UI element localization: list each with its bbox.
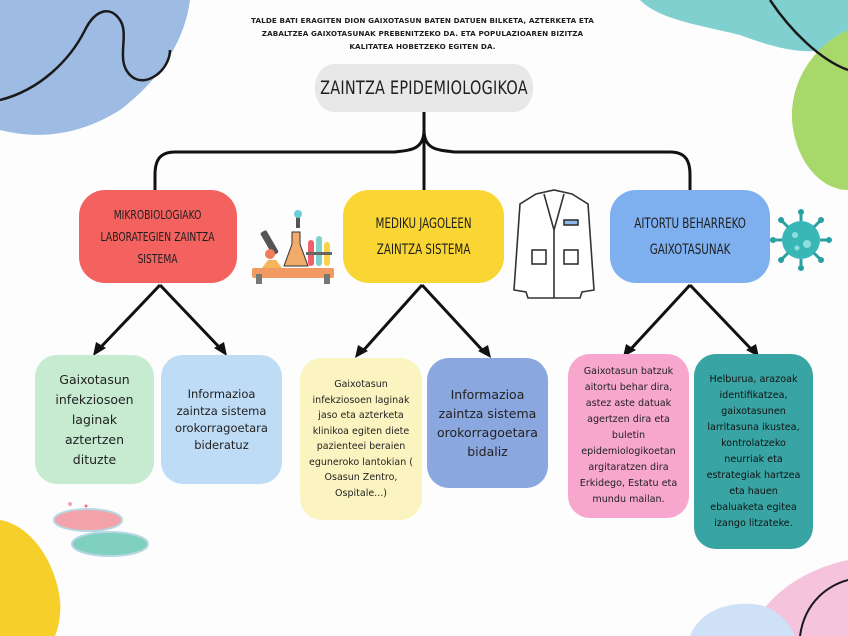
category-line: GAIXOTASUNAK xyxy=(649,241,731,258)
blob-top-right-teal xyxy=(640,0,848,52)
detail-box: Helburua, arazoak identifikatzea, gaixot… xyxy=(694,354,813,549)
blob-top-left xyxy=(0,0,190,135)
detail-text: Gaixotasun batzuk aitortu behar dira, as… xyxy=(579,366,678,505)
detail-text: Helburua, arazoak identifikatzea, gaixot… xyxy=(706,373,801,529)
virus-icon xyxy=(770,209,832,271)
detail-text: Gaixotasun infekziosoen laginak jaso eta… xyxy=(309,379,413,499)
page-title: ZAINTZA EPIDEMIOLOGIKOA xyxy=(314,64,534,112)
lab-coat-icon xyxy=(513,189,595,299)
blob-bottom-right-blue xyxy=(690,603,795,636)
blob-bottom-left xyxy=(0,520,61,636)
category-line: SISTEMA xyxy=(137,250,179,266)
detail-arrows xyxy=(98,283,754,354)
arrow-heads xyxy=(93,342,759,358)
category-line: AITORTU BEHARREKO xyxy=(634,215,746,232)
blob-right-green xyxy=(791,30,848,190)
swirl-top-right xyxy=(768,0,848,72)
detail-text: Informazioa zaintza sistema orokorragoet… xyxy=(175,386,268,452)
lab-equipment-icon xyxy=(252,210,334,284)
category-line: MEDIKU JAGOLEEN xyxy=(375,215,472,232)
detail-box: Gaixotasun infekziosoen laginak aztertze… xyxy=(35,355,154,484)
category-microbiology-labs: MIKROBIOLOGIAKO LABORATEGIEN ZAINTZA SIS… xyxy=(79,190,237,283)
category-line: LABORATEGIEN ZAINTZA xyxy=(100,228,216,244)
detail-box: Gaixotasun infekziosoen laginak jaso eta… xyxy=(300,358,422,520)
swirl-bottom-right xyxy=(799,579,848,636)
category-sentinel-doctors: MEDIKU JAGOLEEN ZAINTZA SISTEMA xyxy=(343,190,504,283)
detail-text: Gaixotasun infekziosoen laginak aztertze… xyxy=(55,371,134,467)
detail-box: Gaixotasun batzuk aitortu behar dira, as… xyxy=(568,354,689,518)
intro-text: TALDE BATI ERAGITEN DION GAIXOTASUN BATE… xyxy=(251,16,594,51)
detail-text: Informazioa zaintza sistema orokorragoet… xyxy=(437,387,538,459)
category-line: MIKROBIOLOGIAKO xyxy=(114,206,202,222)
category-line: ZAINTZA SISTEMA xyxy=(376,241,471,258)
page-title-text: ZAINTZA EPIDEMIOLOGIKOA xyxy=(320,77,528,99)
petri-dish-icon xyxy=(53,502,149,557)
detail-box: Informazioa zaintza sistema orokorragoet… xyxy=(161,355,282,484)
detail-box: Informazioa zaintza sistema orokorragoet… xyxy=(427,358,548,488)
category-notifiable-diseases: AITORTU BEHARREKO GAIXOTASUNAK xyxy=(610,190,770,283)
swirl-top-left xyxy=(0,10,172,102)
title-connectors xyxy=(153,112,692,190)
